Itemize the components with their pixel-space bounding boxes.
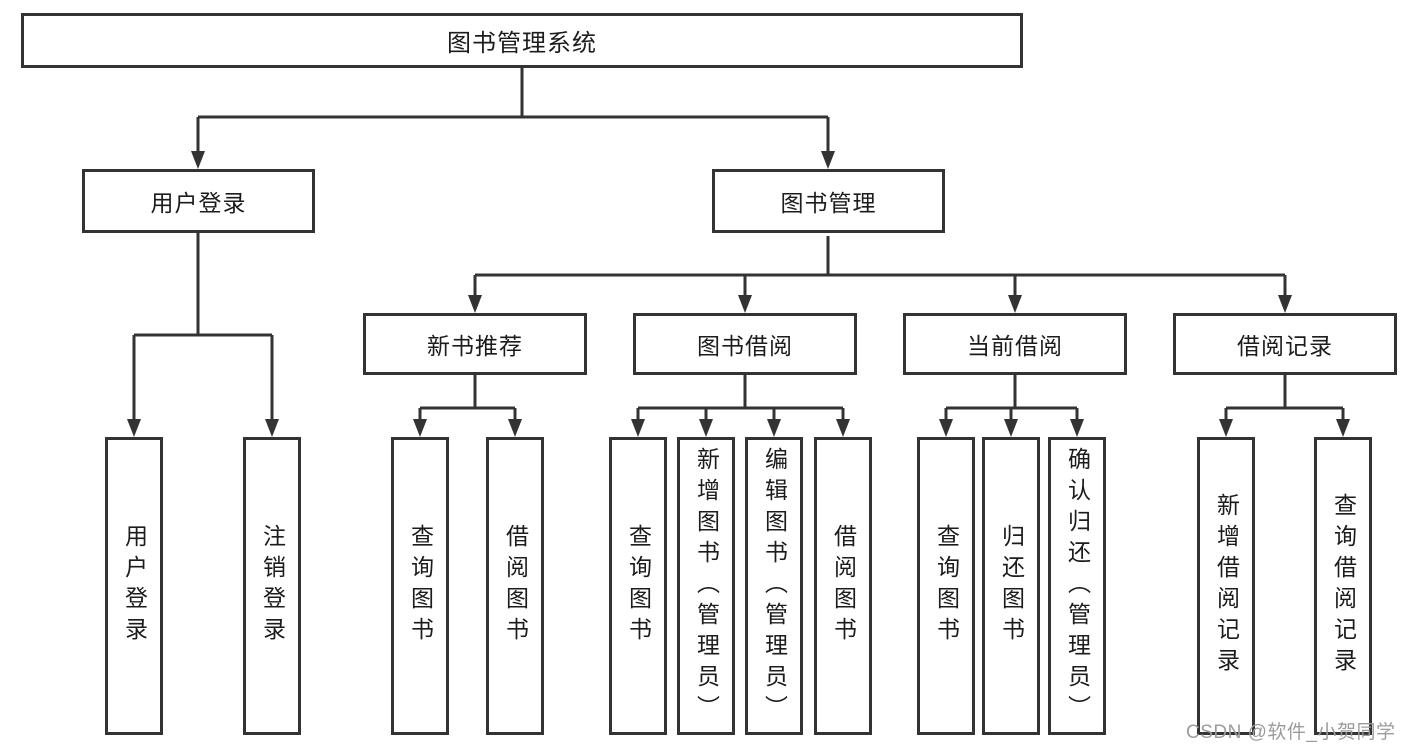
leaf-current-confirm-return-admin-label: 确认归还（管理员） [1064, 446, 1091, 726]
node-book-borrow: 图书借阅 [633, 313, 857, 375]
node-current-borrow-label: 当前借阅 [967, 333, 1063, 359]
leaf-borrow-borrow-books: 借阅图书 [814, 437, 872, 735]
leaf-newbook-query-books-label: 查询图书 [407, 524, 434, 648]
leaf-borrow-query-books: 查询图书 [609, 437, 667, 735]
leaf-current-confirm-return-admin: 确认归还（管理员） [1048, 437, 1106, 735]
leaf-records-query-record-label: 查询借阅记录 [1330, 493, 1357, 679]
leaf-current-query-books-label: 查询图书 [933, 524, 960, 648]
leaf-newbook-borrow-books: 借阅图书 [486, 437, 544, 735]
leaf-logout-label: 注销登录 [259, 524, 286, 648]
leaf-logout: 注销登录 [243, 437, 301, 735]
leaf-current-return-books: 归还图书 [982, 437, 1040, 735]
leaf-current-query-books: 查询图书 [917, 437, 975, 735]
node-book-management-label: 图书管理 [780, 190, 877, 216]
node-root-label: 图书管理系统 [447, 30, 597, 57]
leaf-records-add-record: 新增借阅记录 [1197, 437, 1255, 735]
leaf-borrow-query-books-label: 查询图书 [625, 524, 652, 648]
leaf-records-query-record: 查询借阅记录 [1314, 437, 1372, 735]
leaf-borrow-edit-books-admin-label: 编辑图书（管理员） [761, 446, 788, 726]
node-book-management: 图书管理 [712, 169, 945, 233]
leaf-user-login-label: 用户登录 [121, 524, 148, 648]
leaf-records-add-record-label: 新增借阅记录 [1213, 493, 1240, 679]
leaf-borrow-add-books-admin-label: 新增图书（管理员） [693, 446, 720, 726]
node-new-book-recommend-label: 新书推荐 [427, 333, 523, 359]
csdn-watermark: CSDN @软件_小贺同学 [1186, 722, 1396, 743]
node-user-login-label: 用户登录 [150, 190, 247, 216]
leaf-newbook-query-books: 查询图书 [391, 437, 449, 735]
node-root-system: 图书管理系统 [21, 13, 1023, 68]
leaf-borrow-borrow-books-label: 借阅图书 [830, 524, 857, 648]
leaf-borrow-edit-books-admin: 编辑图书（管理员） [745, 437, 803, 735]
leaf-current-return-books-label: 归还图书 [998, 524, 1025, 648]
node-user-login: 用户登录 [82, 169, 315, 233]
leaf-user-login: 用户登录 [105, 437, 163, 735]
node-current-borrow: 当前借阅 [903, 313, 1127, 375]
leaf-borrow-add-books-admin: 新增图书（管理员） [677, 437, 735, 735]
node-borrow-records-label: 借阅记录 [1237, 333, 1333, 359]
node-borrow-records: 借阅记录 [1173, 313, 1397, 375]
leaf-newbook-borrow-books-label: 借阅图书 [502, 524, 529, 648]
node-new-book-recommend: 新书推荐 [363, 313, 587, 375]
node-book-borrow-label: 图书借阅 [697, 333, 793, 359]
